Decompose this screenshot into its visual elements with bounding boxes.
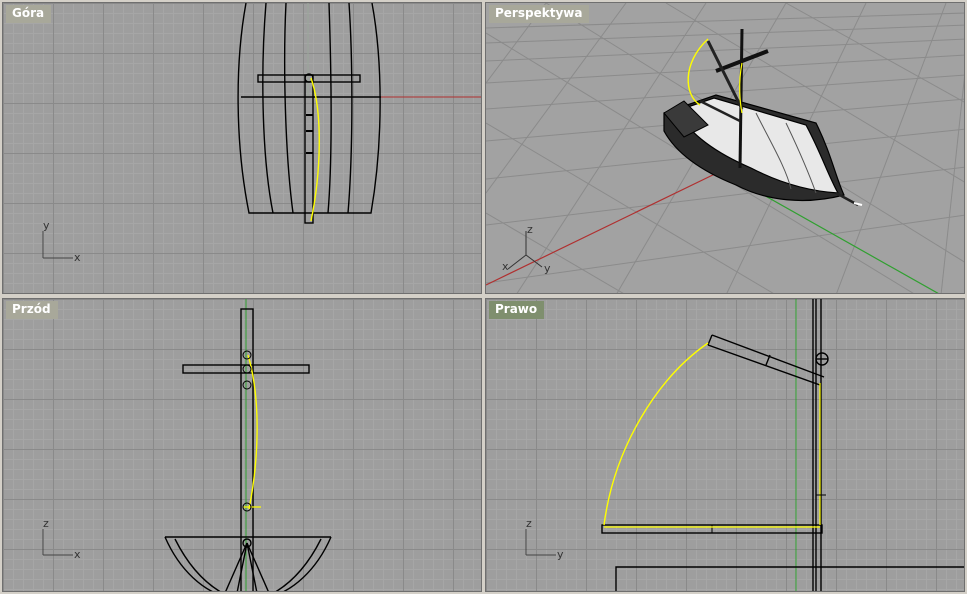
deck-right: [615, 566, 964, 591]
axis-label-z-persp: z: [527, 223, 533, 236]
mast-point: [304, 73, 314, 83]
sail-curve-right: [603, 342, 709, 526]
mast-perspective: [738, 28, 744, 169]
axis-indicator-front: [42, 529, 73, 556]
viewport-front-title[interactable]: Przód: [6, 301, 58, 319]
viewport-top[interactable]: Góra y x: [2, 2, 482, 294]
hull-top: [237, 3, 381, 214]
viewport-front[interactable]: Przód: [2, 298, 482, 592]
front-view-canvas[interactable]: [3, 299, 482, 592]
perspective-canvas[interactable]: [486, 3, 965, 294]
spar-perspective: [715, 49, 769, 73]
axis-indicator-perspective: [507, 231, 543, 270]
axis-label-y-right: y: [557, 548, 564, 561]
right-view-canvas[interactable]: [486, 299, 965, 592]
sail-curve-perspective: [687, 38, 709, 106]
axis-label-x-persp: x: [502, 260, 509, 273]
sail-curve-front: [247, 354, 258, 510]
mast-front: [240, 308, 254, 591]
axis-indicator-right: [525, 529, 556, 556]
viewport-perspective[interactable]: Perspektywa: [485, 2, 965, 294]
top-view-canvas[interactable]: [3, 3, 482, 294]
mast-right: [812, 299, 829, 591]
axis-label-y-top: y: [43, 219, 50, 232]
x-axis-line: [486, 170, 722, 286]
axis-indicator-top: [42, 231, 73, 259]
axis-label-x-top: x: [74, 251, 81, 264]
spar-top: [257, 74, 361, 83]
gaff-right: [707, 334, 825, 386]
mast-top: [304, 74, 314, 224]
boat-hull-perspective: [663, 94, 863, 207]
viewport-top-title[interactable]: Góra: [6, 5, 52, 23]
viewport-perspective-title[interactable]: Perspektywa: [489, 5, 590, 23]
axis-label-y-persp: y: [544, 262, 551, 275]
hull-front: [164, 536, 332, 591]
viewport-right[interactable]: Prawo z y: [485, 298, 965, 592]
axis-label-z-right: z: [526, 517, 532, 530]
viewport-right-title[interactable]: Prawo: [489, 301, 545, 319]
axis-label-z-front: z: [43, 517, 49, 530]
axis-label-x-front: x: [74, 548, 81, 561]
sail-curve-top: [310, 77, 320, 222]
